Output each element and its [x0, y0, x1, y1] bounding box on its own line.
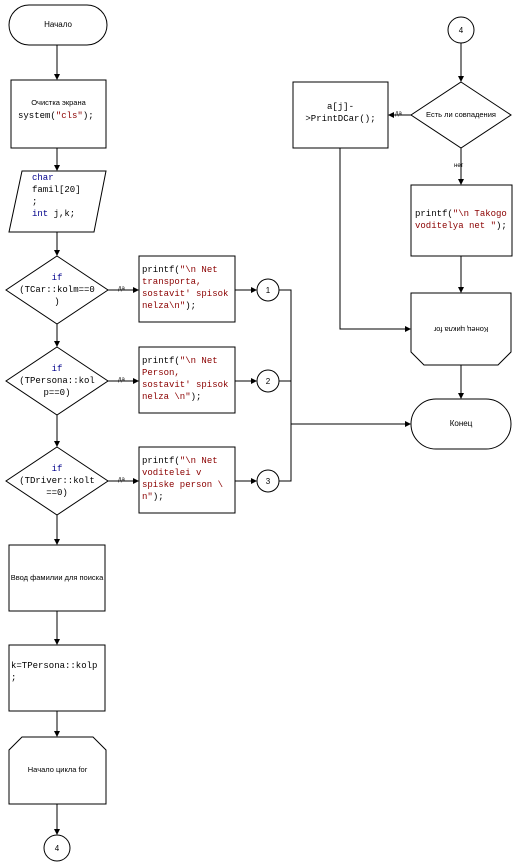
- connector-1-label: 1: [265, 285, 271, 295]
- not-found-text: printf("\n Takogo voditelya net ");: [415, 209, 507, 231]
- end-label: Конец: [449, 419, 473, 429]
- output-2-box: [138, 346, 236, 414]
- output-1-text: printf("\n Net transporta, sostavit' spi…: [142, 265, 229, 311]
- connector-4-top-label: 4: [458, 25, 464, 35]
- output-3-box: [138, 446, 236, 514]
- assign-text: k=TPersona::kolp ;: [11, 661, 98, 683]
- output-3-text: printf("\n Net voditelei v spiske person…: [142, 456, 224, 502]
- not-found-box: [410, 184, 513, 257]
- clear-screen-box: [10, 79, 107, 149]
- loop-begin-label: Начало цикла for: [27, 765, 88, 775]
- connector-4-bottom: [43, 834, 71, 862]
- assign-box: [8, 644, 106, 712]
- connector-3-label: 3: [265, 476, 271, 486]
- loop-end-label: Конец цикла for: [433, 325, 489, 335]
- match-label: Есть ли совпадения: [426, 109, 496, 119]
- output-2-text: printf("\n Net Person, sostavit' spisok …: [142, 356, 229, 402]
- start-terminator: [8, 4, 108, 46]
- declaration-text: char famil[20] ; int j,k;: [32, 173, 81, 219]
- no-label-match: нет: [454, 163, 464, 169]
- condition-3-text: if(TDriver::kolt==0): [19, 464, 95, 498]
- print-car-text: a[j]- >PrintDCar();: [305, 102, 376, 124]
- input-surname-label: Ввод фамилии для поиска: [10, 572, 104, 582]
- loop-end-hexagon: [410, 292, 512, 366]
- input-surname-box: [8, 544, 106, 612]
- condition-1-text: if(TCar::kolm==0): [19, 273, 95, 307]
- output-1-box: [138, 255, 236, 323]
- yes-label-2: да: [118, 377, 125, 383]
- connector-4-bottom-label: 4: [54, 843, 60, 853]
- end-terminator: [410, 398, 512, 450]
- clear-screen-title: Очистка экрана: [31, 97, 86, 107]
- clear-screen-code: system("cls");: [18, 111, 94, 121]
- start-label: Начало: [44, 20, 72, 30]
- yes-label-3: да: [118, 477, 125, 483]
- declaration-parallelogram: [8, 170, 107, 233]
- loop-begin-hexagon: [8, 736, 107, 805]
- yes-label-match: да: [395, 111, 402, 117]
- connector-2-label: 2: [265, 376, 271, 386]
- yes-label-1: да: [118, 286, 125, 292]
